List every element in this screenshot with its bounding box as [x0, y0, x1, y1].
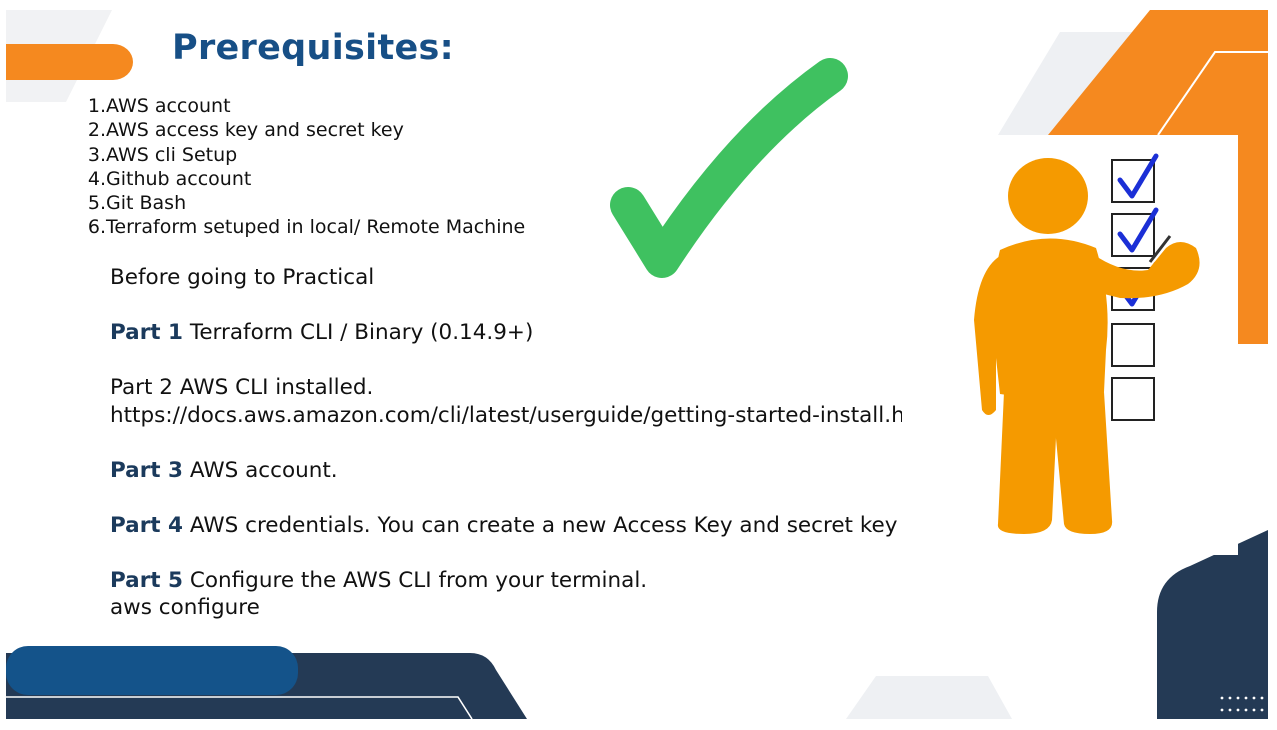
part-label: Part 2: [110, 375, 173, 400]
person-with-checklist-icon: [960, 135, 1238, 555]
list-item: 2.AWS access key and secret key: [87, 119, 404, 142]
part-5: Part 5 Configure the AWS CLI from your t…: [110, 567, 648, 593]
white-bottom-line: [6, 696, 473, 720]
prerequisites-list: 1.AWS account 2.AWS access key and secre…: [86, 94, 525, 240]
part-1: Part 1 Terraform CLI / Binary (0.14.9+): [110, 320, 534, 345]
orange-strip-shape: [1238, 135, 1268, 344]
aws-configure-command: aws configure: [110, 595, 260, 620]
orange-figure: [974, 158, 1200, 534]
gray-bottom-shape: [846, 676, 1012, 719]
list-item: 5.Git Bash: [87, 192, 187, 215]
part-3: Part 3 AWS account.: [110, 457, 338, 483]
list-item: 6.Terraform setuped in local/ Remote Mac…: [87, 216, 526, 239]
navy-corner-shape: [1157, 530, 1268, 719]
part-4: Part 4 AWS credentials. You can create a…: [110, 512, 898, 538]
part-label: Part 1: [110, 320, 184, 345]
practical-steps: Before going to Practical Part 1 Terrafo…: [110, 264, 902, 622]
list-item: 1.AWS account: [87, 95, 231, 117]
part-2: Part 2 AWS CLI installed.: [110, 375, 374, 400]
green-checkmark-icon: [610, 58, 848, 278]
aws-cli-install-link[interactable]: https://docs.aws.amazon.com/cli/latest/u…: [110, 402, 902, 428]
page-title: Prerequisites:: [172, 28, 454, 68]
white-accent-line: [1157, 51, 1268, 136]
blue-pill-shape: [6, 646, 298, 695]
list-item: 3.AWS cli Setup: [87, 143, 238, 166]
list-item: 4.Github account: [87, 167, 252, 190]
intro-text: Before going to Practical: [110, 265, 375, 290]
dot-grid: [1220, 696, 1264, 712]
part-label: Part 3: [110, 457, 184, 483]
orange-panel-shape: [1048, 10, 1268, 135]
orange-pill-shape: [6, 44, 133, 80]
part-label: Part 5: [110, 567, 184, 593]
part-label: Part 4: [110, 512, 184, 538]
